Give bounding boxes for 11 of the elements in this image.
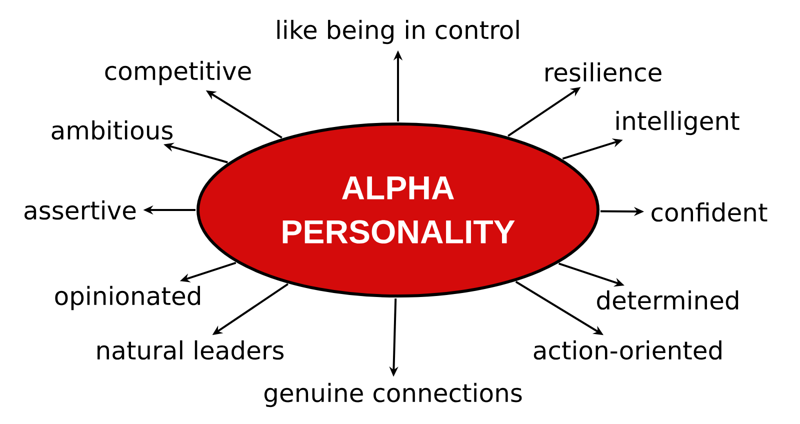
trait-label: competitive — [105, 60, 251, 86]
trait-label: action-oriented — [534, 340, 722, 360]
trait-label: intelligent — [616, 110, 740, 136]
trait-label: natural leaders — [98, 340, 284, 360]
trait-label: genuine connections — [264, 382, 522, 408]
trait-label: assertive — [24, 200, 136, 220]
trait-label: confident — [652, 202, 768, 222]
trait-label: determined — [597, 290, 738, 310]
trait-label: resilience — [546, 62, 662, 82]
trait-label: like being in control — [277, 20, 519, 44]
trait-label: ambitious — [52, 120, 172, 140]
